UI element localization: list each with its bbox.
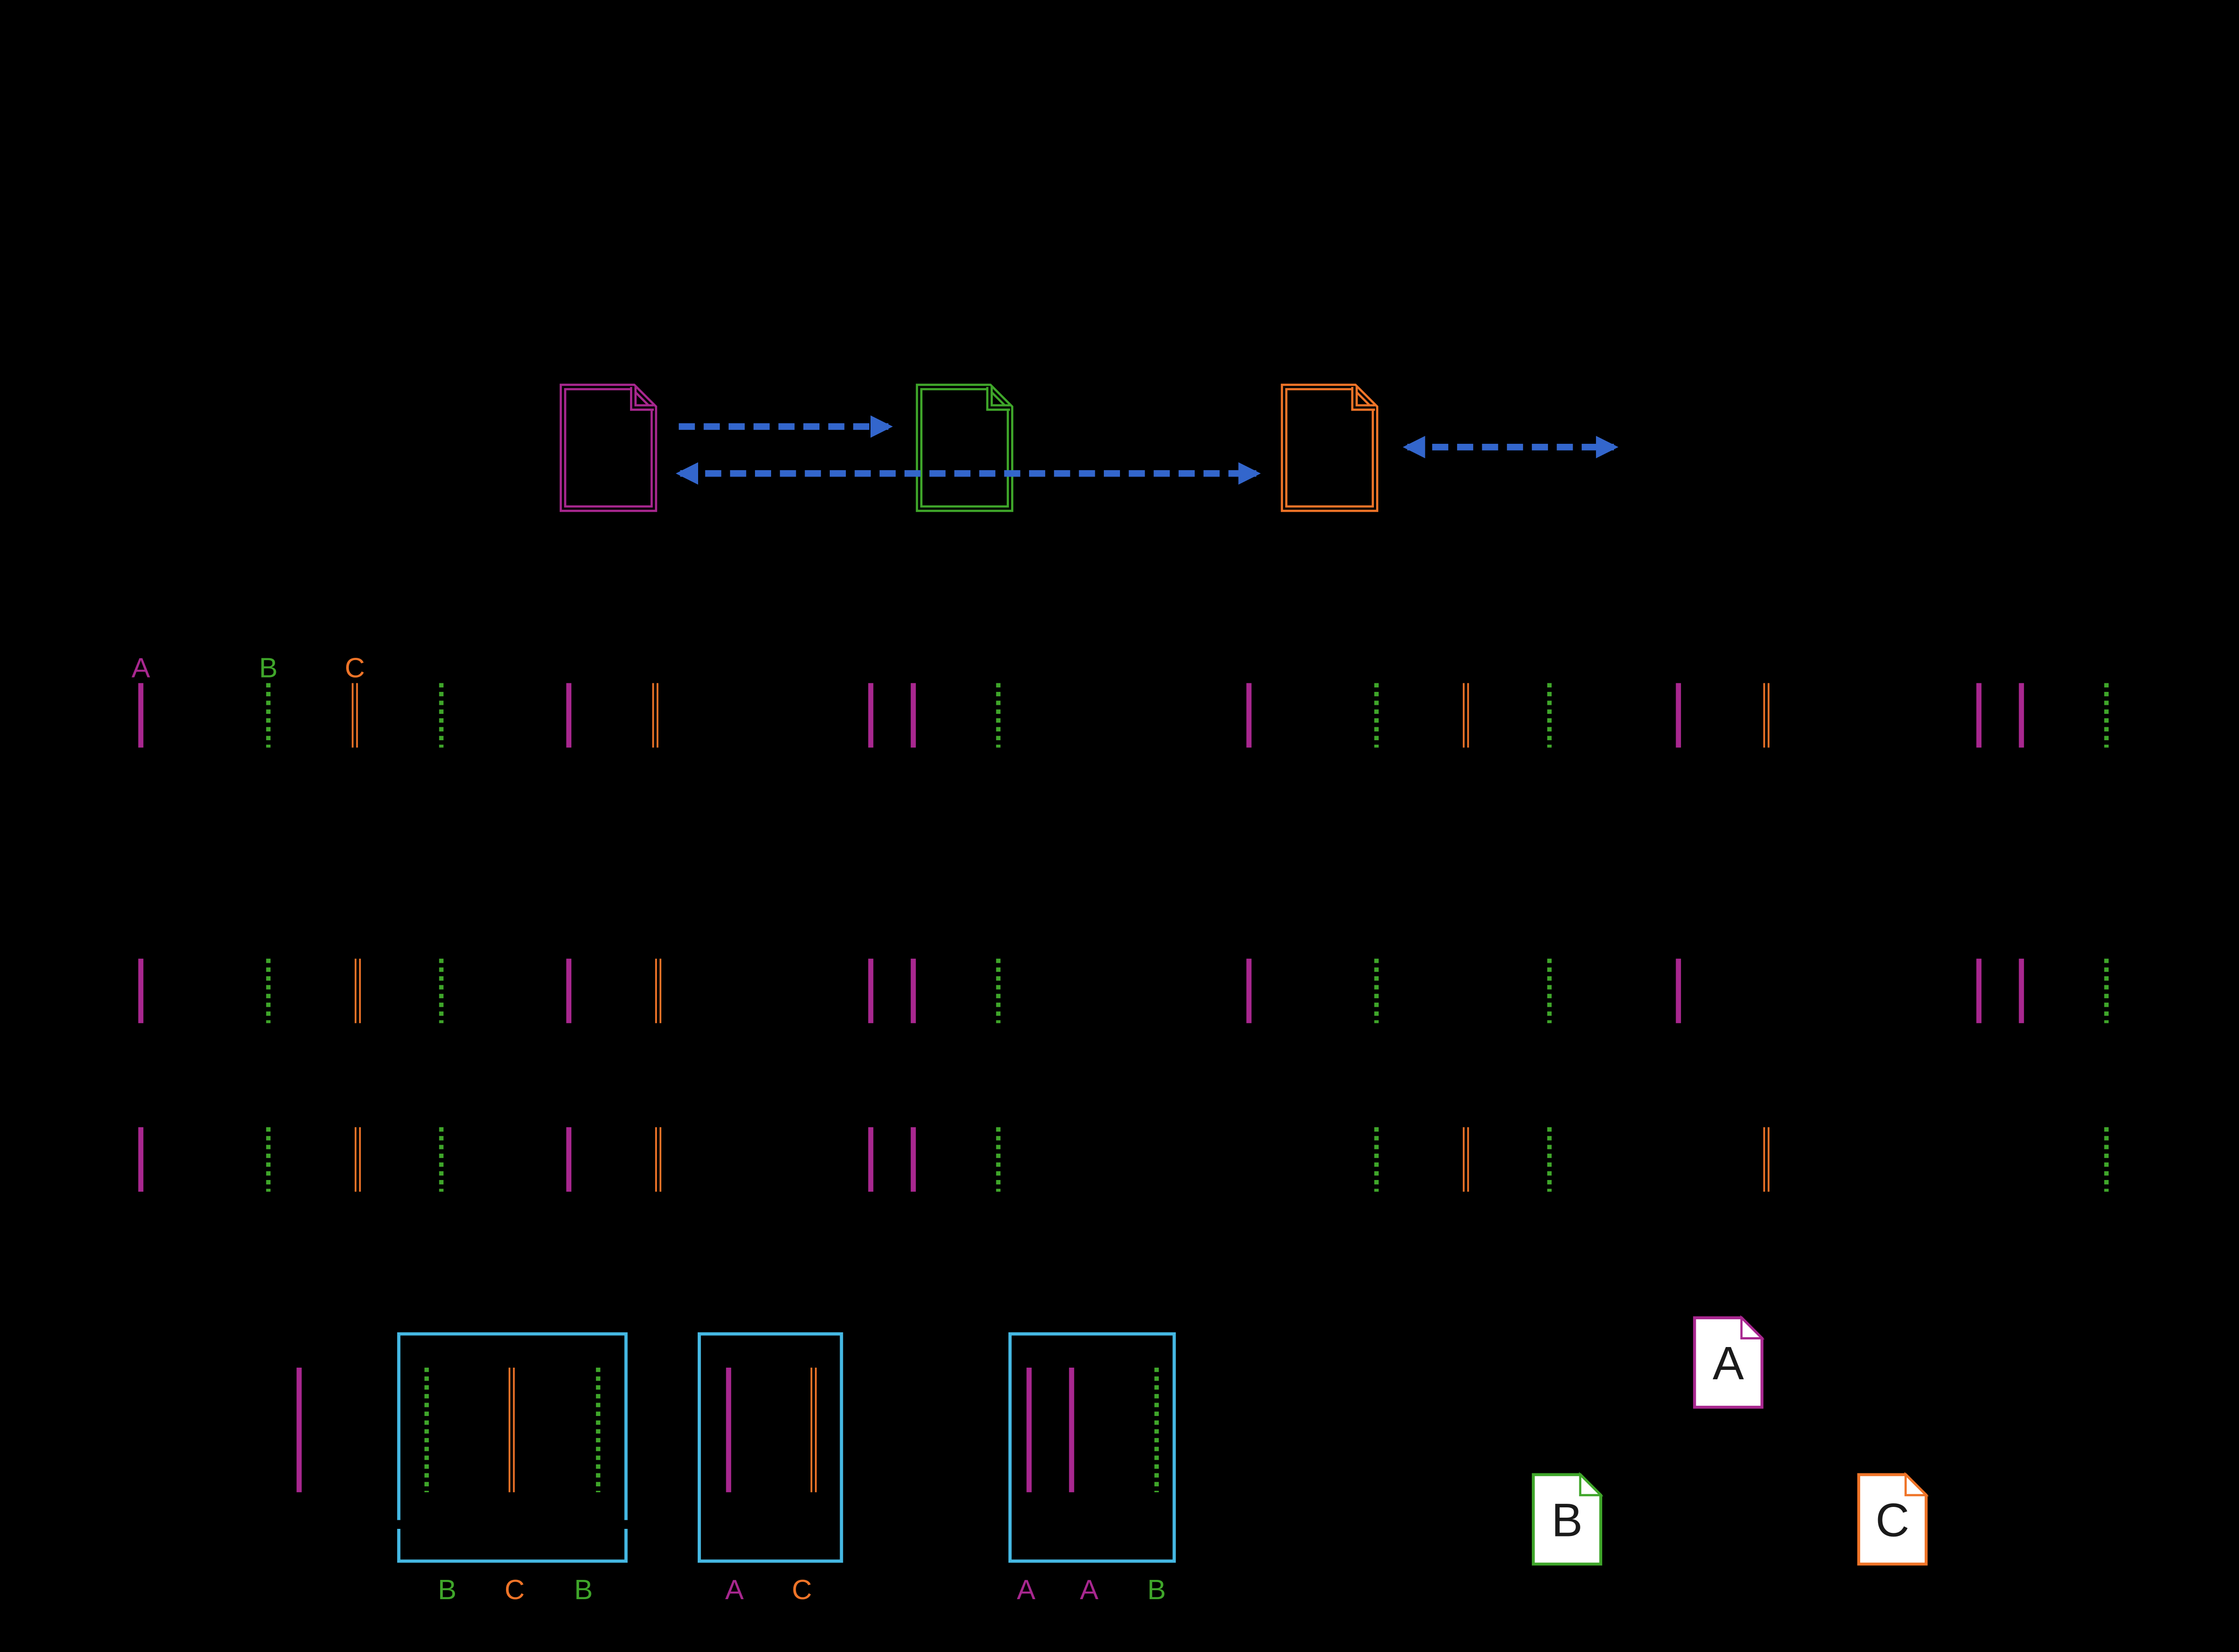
sequence-row-subset-2 — [138, 1127, 2109, 1192]
group-frame — [1008, 1332, 1176, 1563]
group-label: A — [725, 1575, 744, 1605]
sequence-row-full — [138, 683, 2109, 748]
mark-c — [811, 1367, 817, 1493]
doc-icon-a: A — [1693, 1315, 1765, 1409]
mark-c — [355, 1127, 361, 1192]
doc-icon-label: A — [1713, 1337, 1744, 1390]
mark-c — [508, 1367, 515, 1493]
legend: A B C — [132, 652, 365, 683]
doc-icon-label: B — [1551, 1494, 1583, 1546]
mark-c — [1463, 683, 1469, 748]
mark-c — [1463, 1127, 1469, 1192]
doc-icon-label: C — [1875, 1494, 1909, 1546]
legend-label-a: A — [132, 652, 150, 683]
legend-label-b: B — [259, 652, 278, 683]
group-label: A — [1080, 1575, 1099, 1605]
mark-c — [1763, 683, 1770, 748]
transition-diagram — [559, 383, 1619, 512]
group-frame — [397, 1332, 628, 1563]
group-label: B — [574, 1575, 592, 1605]
doc-outline-icon-c — [1281, 383, 1378, 512]
group-label: B — [1147, 1575, 1166, 1605]
mark-c — [355, 958, 361, 1023]
mark-c — [655, 958, 661, 1023]
doc-icon-c: C — [1857, 1472, 1929, 1566]
group-label: A — [1017, 1575, 1036, 1605]
mark-c — [652, 683, 659, 748]
doc-outline-icon-b — [916, 383, 1013, 512]
mark-c — [352, 683, 358, 748]
sequence-row-subset-1 — [138, 958, 2109, 1023]
mark-c — [655, 1127, 661, 1192]
mark-c — [1763, 1127, 1770, 1192]
group-label: C — [505, 1575, 525, 1605]
group-label: C — [792, 1575, 812, 1605]
doc-outline-icon-a — [559, 383, 657, 512]
group-frame — [697, 1332, 843, 1563]
doc-icon-b: B — [1531, 1472, 1604, 1566]
doc-icons: A B C — [1531, 1315, 1929, 1566]
group-label: B — [438, 1575, 456, 1605]
legend-label-c: C — [345, 652, 365, 683]
